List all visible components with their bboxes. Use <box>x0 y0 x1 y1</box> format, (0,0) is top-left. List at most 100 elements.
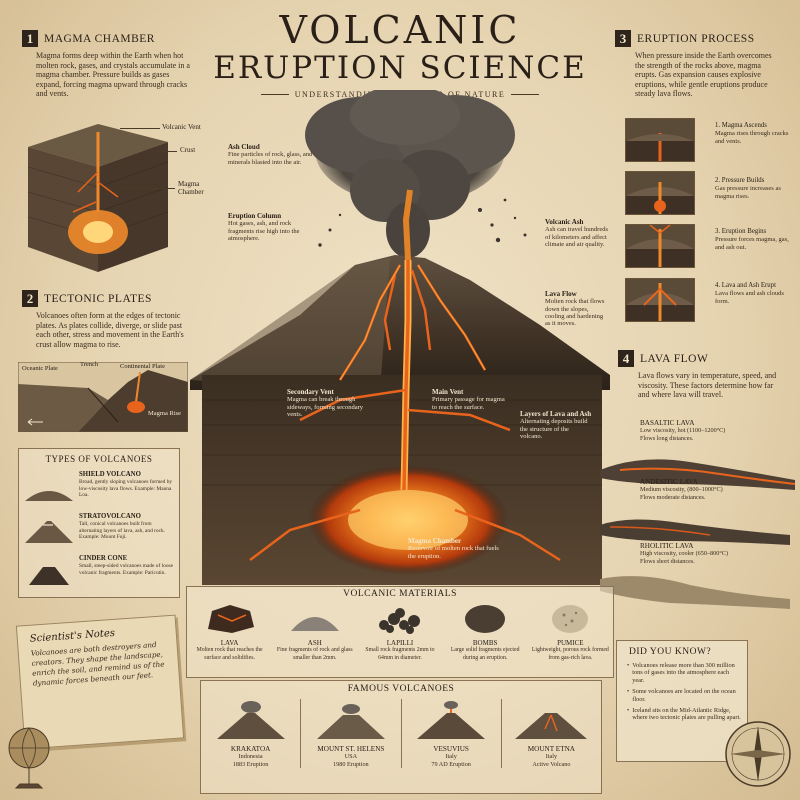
label-crust: Crust <box>180 146 196 154</box>
section-text: Lava flows vary in temperature, speed, a… <box>638 371 777 400</box>
volcano-name: MOUNT ST. HELENS <box>317 745 385 753</box>
material-name: LAVA <box>220 639 239 647</box>
pumice-icon <box>552 605 589 633</box>
secondary-vent-label: Secondary Vent Magma can break through s… <box>287 388 363 419</box>
cinder-cone-icon <box>29 567 69 585</box>
section-tectonic-plates: 2 TECTONIC PLATES Volcanoes often form a… <box>22 290 190 349</box>
label-oceanic-plate: Oceanic Plate <box>22 365 58 372</box>
tectonic-diagram <box>18 362 188 432</box>
type-name: SHIELD VOLCANO <box>79 471 141 478</box>
section-number: 1 <box>22 30 38 47</box>
lava-rock-icon <box>207 605 254 633</box>
volcano-name: KRAKATOA <box>230 745 271 753</box>
famous-volcanoes: FAMOUS VOLCANOES KRAKATOA Indonesia 1883… <box>200 680 602 794</box>
type-desc: Tall, conical volcanoes built from alter… <box>79 521 166 541</box>
step-text: Lava flows and ash clouds form. <box>715 290 784 305</box>
eruption-column-label: Eruption Column Hot gases, ash, and rock… <box>228 212 300 243</box>
volcano-year: 79 AD Eruption <box>431 760 471 768</box>
compass-icon <box>725 721 791 787</box>
materials-title: VOLCANIC MATERIALS <box>343 589 457 599</box>
lava-type-line2: Flows long distances. <box>640 434 694 442</box>
section-number: 4 <box>618 350 634 367</box>
volcano-country: Italy <box>445 753 457 761</box>
volcano-name: MOUNT ETNA <box>527 745 575 753</box>
step-text: Gas pressure increases as magma rises. <box>715 185 781 200</box>
section-text: When pressure inside the Earth overcomes… <box>635 51 772 99</box>
ash-cloud-label: Ash Cloud Fine particles of rock, glass,… <box>228 143 313 166</box>
ash-fragments <box>318 198 527 247</box>
step-3-illustration <box>626 225 694 267</box>
layers-label: Layers of Lava and Ash Alternating depos… <box>520 410 592 441</box>
material-desc: Large solid fragments ejected during an … <box>450 647 520 661</box>
types-of-volcanoes: TYPES OF VOLCANOES SHIELD VOLCANO Broad,… <box>18 448 180 598</box>
did-you-know: DID YOU KNOW? •Volcanoes release more th… <box>616 640 748 762</box>
lava-type-name: ANDESITIC LAVA <box>640 478 698 486</box>
volcano-year: Active Volcano <box>532 760 571 768</box>
section-title: TECTONIC PLATES <box>44 292 152 305</box>
section-number: 2 <box>22 290 38 307</box>
lava-type-line2: Flows moderate distances. <box>640 493 706 501</box>
section-lava-flow: 4 LAVA FLOW Lava flows vary in temperatu… <box>618 350 786 400</box>
material-desc: Small rock fragments 2mm to 64mm in diam… <box>365 647 435 661</box>
step-2-illustration <box>626 182 694 214</box>
step-title: 2. Pressure Builds <box>715 177 765 184</box>
famous-volcano-item: MOUNT ST. HELENS USA 1980 Eruption <box>301 699 402 769</box>
andesitic-lava-image <box>600 519 790 545</box>
lava-flow-label: Lava Flow Molten rock that flows down th… <box>545 290 605 328</box>
volcanic-materials: VOLCANIC MATERIALS LAVA Molten rock that… <box>186 586 614 678</box>
basaltic-lava-image <box>600 459 795 490</box>
label-volcanic-vent: Volcanic Vent <box>162 123 201 131</box>
main-volcano-illustration <box>190 90 610 585</box>
type-desc: Broad, gently sloping volcanoes formed b… <box>79 479 173 499</box>
globe-icon <box>8 727 50 789</box>
types-title: TYPES OF VOLCANOES <box>45 454 153 464</box>
type-item: STRATOVOLCANO Tall, conical volcanoes bu… <box>23 513 175 551</box>
step-4-illustration <box>626 283 694 321</box>
magma-chamber-center-label: Magma Chamber Reservoir of molten rock t… <box>408 537 499 560</box>
volcanic-bomb-icon <box>465 605 506 633</box>
step-title: 4. Lava and Ash Erupt <box>715 282 776 289</box>
label-magma-rise: Magma Rise <box>148 410 182 417</box>
step-text: Pressure forces magma, gas, and ash out. <box>715 236 789 251</box>
section-eruption-process: 3 ERUPTION PROCESS When pressure inside … <box>615 30 783 99</box>
material-name: LAPILLI <box>386 639 414 647</box>
material-item: ASH Fine fragments of rock and glass sma… <box>275 601 355 662</box>
famous-volcano-item: KRAKATOA Indonesia 1883 Eruption <box>201 699 302 769</box>
volcano-year: 1980 Eruption <box>333 760 369 768</box>
lava-type-name: BASALTIC LAVA <box>640 419 695 427</box>
label-continental-plate: Continental Plate <box>120 363 165 370</box>
lapilli-icon <box>378 608 420 634</box>
ash-cloud <box>305 90 515 258</box>
lava-type-name: RHOLITIC LAVA <box>640 542 694 550</box>
famous-volcano-item: MOUNT ETNA Italy Active Volcano <box>502 699 601 768</box>
material-item: BOMBS Large solid fragments ejected duri… <box>445 601 525 662</box>
volcano-country: Italy <box>545 753 558 761</box>
notes-text: Volcanoes are both destroyers and creato… <box>30 639 165 688</box>
step-1-illustration <box>626 133 694 161</box>
material-desc: Molten rock that reaches the surface and… <box>196 647 263 661</box>
title-block: VOLCANIC ERUPTION SCIENCE UNDERSTANDING … <box>200 10 600 99</box>
did-you-know-title: DID YOU KNOW? <box>629 647 712 657</box>
type-name: CINDER CONE <box>79 555 128 562</box>
step-text: Magma rises through cracks and vents. <box>715 130 789 145</box>
step-title: 1. Magma Ascends <box>715 122 767 129</box>
vesuvius-icon <box>417 701 486 739</box>
lava-type: RHOLITIC LAVA High viscosity, cooler (65… <box>640 542 790 565</box>
fact-item: •Iceland sits on the Mid-Atlantic Ridge,… <box>627 707 741 722</box>
volcano-country: Indonesia <box>238 753 263 761</box>
famous-volcano-item: VESUVIUS Italy 79 AD Eruption <box>402 699 502 769</box>
lava-type-line2: Flows short distances. <box>640 557 695 565</box>
volcano-country: USA <box>344 753 358 761</box>
fact-item: •Some volcanoes are located on the ocean… <box>627 688 736 703</box>
type-desc: Small, steep-sided volcanoes made of loo… <box>79 563 174 576</box>
step-title: 3. Eruption Begins <box>715 228 767 235</box>
shield-volcano-icon <box>25 491 73 501</box>
mount-etna-icon <box>515 713 588 739</box>
lava-type: BASALTIC LAVA Low viscosity, hot (1100–1… <box>640 419 790 442</box>
section-text: Magma forms deep within the Earth when h… <box>36 51 190 99</box>
fact-item: •Volcanoes release more than 300 million… <box>627 662 735 684</box>
title-line-1: VOLCANIC <box>279 8 521 52</box>
lava-type-line1: Low viscosity, hot (1100–1200°C) <box>640 427 726 435</box>
lava-type-line1: High viscosity, cooler (650–800°C) <box>640 550 728 558</box>
earth-block-diagram <box>27 124 169 272</box>
